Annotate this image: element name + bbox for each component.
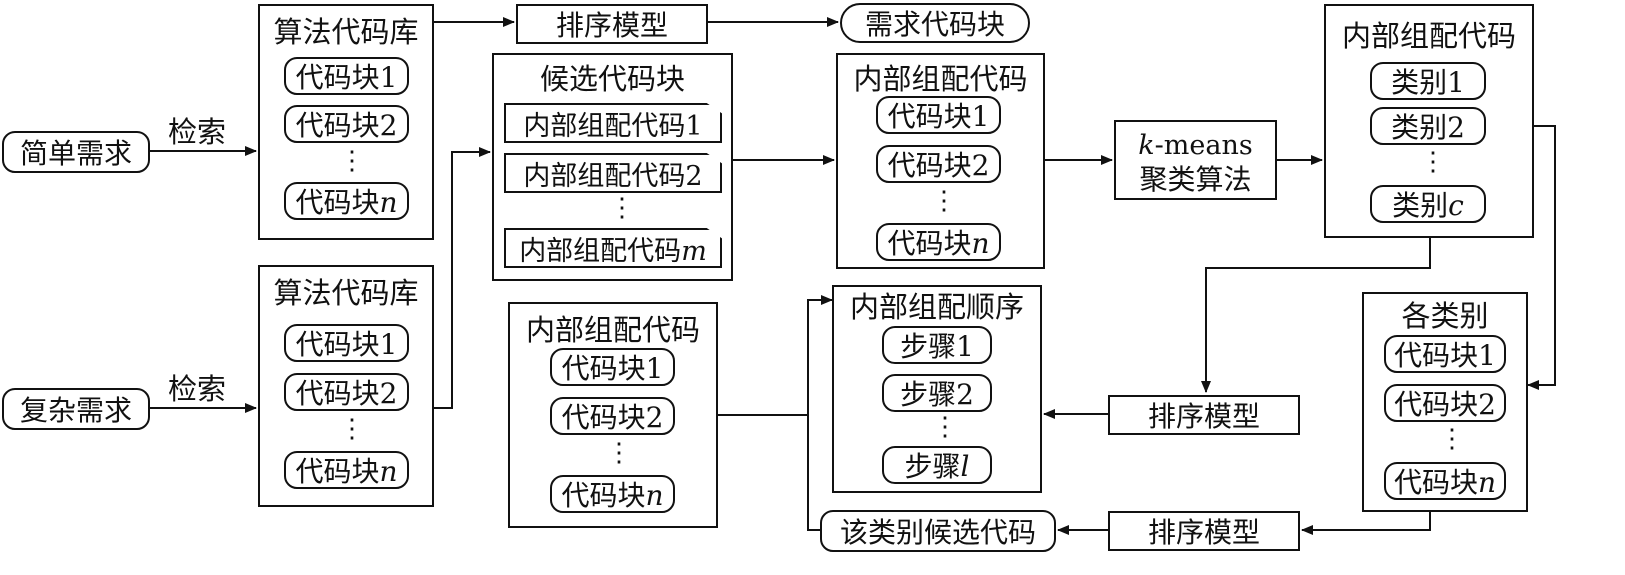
complex-demand-label: 复杂需求 [19,394,132,427]
candidate-item-2: 内部组配代码2 [504,153,722,193]
rank-model-top-label: 排序模型 [555,9,668,42]
kmeans-k: k [1138,130,1155,161]
complex-demand-node: 复杂需求 [2,388,150,430]
internal-bottom-item-n-label: 代码块n [561,479,664,512]
library-bottom-item-n-label: 代码块n [295,455,398,488]
rank-model-bottom: 排序模型 [1108,511,1300,551]
rank-model-mid: 排序模型 [1108,395,1300,435]
connector-bracket [807,295,833,531]
order-step-2-label: 步骤2 [900,378,974,411]
demand-code-block: 需求代码块 [840,3,1030,43]
library-bottom-item-n: 代码块n [284,451,409,489]
category-item-2-label: 类别2 [1391,111,1465,144]
candidate-item-m-label: 内部组配代码m [519,235,707,267]
kmeans-clustering: k-means 聚类算法 [1114,120,1277,200]
library-bottom-title: 算法代码库 [273,276,419,310]
demand-code-block-label: 需求代码块 [864,8,1005,41]
internal-bottom-item-1: 代码块1 [550,348,675,386]
order-step-l: 步骤l [882,446,992,484]
internal-mid-item-2: 代码块2 [876,145,1001,183]
category-item-2: 类别2 [1370,107,1486,145]
order-step-1-label: 步骤1 [900,330,974,363]
category-candidate-code: 该类别候选代码 [820,510,1056,552]
internal-mid-item-2-label: 代码块2 [887,149,990,182]
candidate-item-1: 内部组配代码1 [504,103,722,143]
each-category-item-1: 代码块1 [1384,335,1506,373]
internal-mid-item-n-label: 代码块n [887,227,990,260]
internal-bottom-title: 内部组配代码 [525,313,700,347]
each-category-item-2-label: 代码块2 [1394,388,1496,421]
library-top-title: 算法代码库 [273,15,419,49]
library-bottom-item-1-label: 代码块1 [295,328,398,361]
candidate-ellipsis: ⋮ [609,193,635,223]
category-item-c-label: 类别c [1392,189,1464,222]
arrow-each-to-rank [1301,512,1431,535]
internal-bottom-item-1-label: 代码块1 [561,352,664,385]
internal-bottom-item-2-label: 代码块2 [561,401,664,434]
candidate-item-1-label: 内部组配代码1 [523,110,703,142]
library-top-item-2-label: 代码块2 [295,109,398,142]
categories-ellipsis: ⋮ [1420,147,1446,177]
category-item-1: 类别1 [1370,62,1486,100]
simple-demand-label: 简单需求 [19,137,132,170]
retrieve-label-bottom: 检索 [168,372,227,406]
library-top-item-n-label: 代码块n [295,186,398,219]
kmeans-line-2: 聚类算法 [1139,163,1252,196]
each-category-title: 各类别 [1401,299,1489,333]
library-top-item-1-label: 代码块1 [295,61,398,94]
categories-title: 内部组配代码 [1341,19,1516,53]
library-bottom-item-2: 代码块2 [284,373,409,411]
each-category-ellipsis: ⋮ [1439,424,1465,454]
internal-mid-item-1: 代码块1 [876,96,1001,134]
kmeans-line-1: k-means [1116,132,1275,159]
each-category-item-n: 代码块n [1384,462,1506,500]
library-top-item-2: 代码块2 [284,105,409,143]
category-item-c: 类别c [1370,185,1486,223]
library-bottom-ellipsis: ⋮ [339,414,365,444]
arrow-categories-to-each [1527,125,1556,390]
rank-model-bottom-label: 排序模型 [1147,516,1260,549]
internal-bottom-ellipsis: ⋮ [606,438,632,468]
internal-bottom-item-n: 代码块n [550,475,675,513]
kmeans-means: -means [1154,130,1253,161]
library-top-ellipsis: ⋮ [339,146,365,176]
candidate-item-m: 内部组配代码m [504,228,722,268]
category-item-1-label: 类别1 [1391,66,1465,99]
retrieve-label-top: 检索 [168,115,227,149]
library-bottom-item-2-label: 代码块2 [295,377,398,410]
library-bottom-item-1: 代码块1 [284,324,409,362]
arrow-library-to-candidate [434,147,491,409]
rank-model-top: 排序模型 [516,4,708,44]
order-step-l-label: 步骤l [904,450,970,483]
order-step-2: 步骤2 [882,374,992,412]
internal-mid-item-n: 代码块n [876,223,1001,261]
arrow-categories-to-rank [1201,238,1431,393]
simple-demand-node: 简单需求 [2,131,150,173]
library-top-item-n: 代码块n [284,182,409,220]
internal-mid-item-1-label: 代码块1 [887,100,990,133]
rank-model-mid-label: 排序模型 [1147,400,1260,433]
candidate-title: 候选代码块 [539,62,685,96]
internal-mid-title: 内部组配代码 [853,62,1028,96]
candidate-item-2-label: 内部组配代码2 [523,160,703,192]
library-top-item-1: 代码块1 [284,57,409,95]
order-step-1: 步骤1 [882,326,992,364]
internal-bottom-item-2: 代码块2 [550,397,675,435]
internal-mid-ellipsis: ⋮ [931,186,957,216]
order-title: 内部组配顺序 [849,290,1024,324]
each-category-item-n-label: 代码块n [1393,466,1497,499]
each-category-item-1-label: 代码块1 [1394,339,1496,372]
order-ellipsis: ⋮ [932,412,958,442]
each-category-item-2: 代码块2 [1384,384,1506,422]
category-candidate-code-label: 该类别候选代码 [839,516,1036,549]
